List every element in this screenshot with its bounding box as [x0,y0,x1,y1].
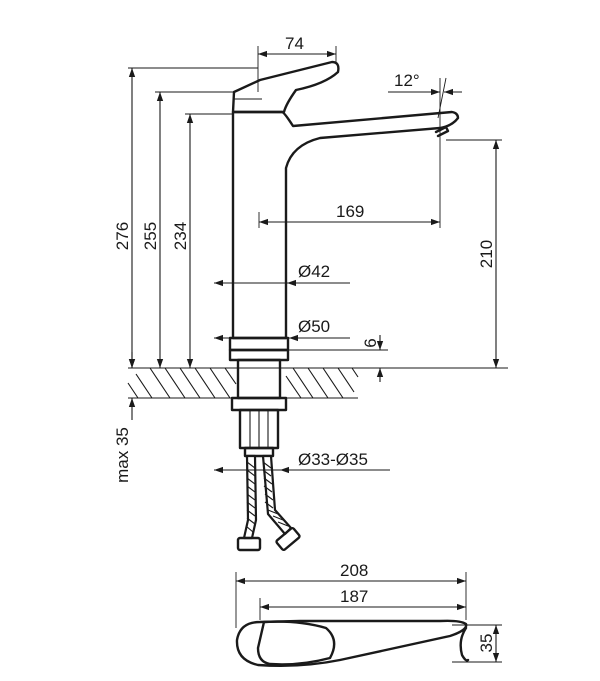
faucet-body [231,110,460,340]
label-208: 208 [340,561,368,580]
dimension-lines [128,46,502,474]
label-diameter-42: Ø42 [298,262,330,281]
label-hole-diameter: Ø33-Ø35 [298,450,368,469]
hose-braid [245,461,289,533]
handle-lever [231,60,340,114]
angle-ref-slant [437,77,447,119]
label-12-degree: 12° [394,71,420,90]
hose-fitting-left [236,536,262,552]
label-6: 6 [361,338,380,347]
hose-fitting-right [275,526,301,552]
base-ring-upper [228,336,290,352]
label-276: 276 [113,222,132,250]
label-diameter-50: Ø50 [298,317,330,336]
hose-connector [243,446,275,458]
label-234: 234 [171,222,190,250]
faucet-top-view [235,572,502,668]
label-74: 74 [285,34,304,53]
countertop-section [127,367,508,399]
mounting-washer [230,396,288,412]
top-view-aerator [459,626,470,662]
aerator [434,125,450,138]
flexible-hoses [236,454,301,552]
label-187: 187 [340,587,368,606]
deck-hatching-left [127,367,237,399]
label-35-top: 35 [477,634,496,653]
label-max-35: max 35 [113,427,132,483]
label-210: 210 [477,240,496,268]
dimension-labels: 74 12° 276 255 234 169 210 Ø42 Ø50 6 max… [113,34,496,652]
deck-hatching-right [285,367,359,399]
faucet-side-view [228,60,460,552]
label-255: 255 [141,222,160,250]
shank [236,358,282,400]
label-169: 169 [336,202,364,221]
top-view-handle [256,620,336,666]
top-view-outline [235,619,468,668]
base-ring-lower [228,348,290,362]
hose-left [242,454,258,540]
